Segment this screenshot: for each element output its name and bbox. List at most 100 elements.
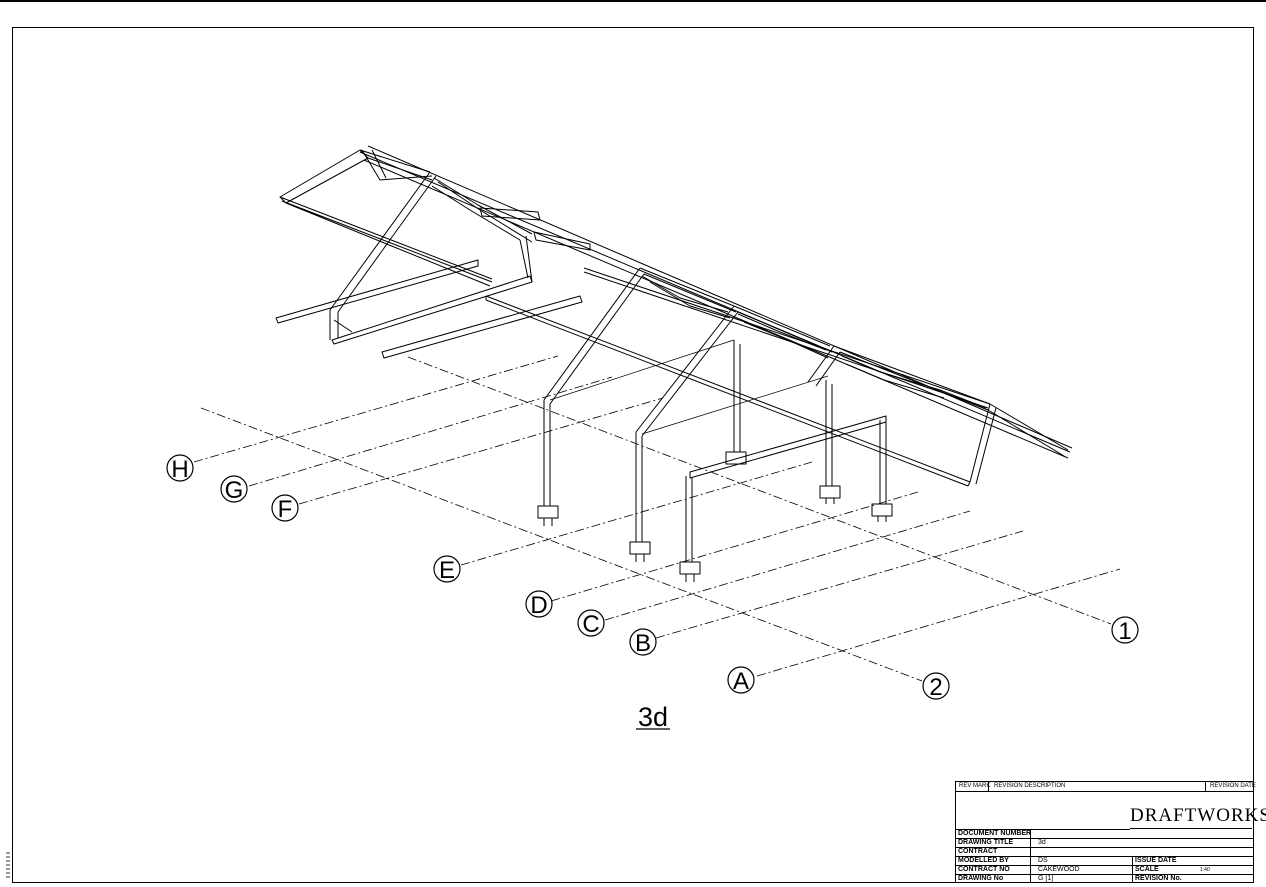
front-column-right-base [871, 503, 893, 522]
column-2 [635, 432, 643, 542]
grid-bubble-g [220, 475, 248, 503]
grid-label-g: G [225, 477, 244, 504]
purlin-middle [331, 275, 533, 345]
contract-label: CONTRACT [958, 848, 998, 855]
title-block-rule [956, 838, 1253, 839]
grid-bubbles [166, 454, 1139, 700]
revision-no-label: REVISION No. [1135, 875, 1182, 882]
front-column-right [879, 420, 887, 504]
gridline-h [193, 355, 559, 463]
gable-top-left [279, 149, 369, 204]
portal-rafter-3b [833, 345, 991, 411]
gridline-b [655, 530, 1024, 639]
rear-gable-rafter [969, 403, 997, 485]
grid-label-d: D [530, 592, 547, 619]
gridline-1 [407, 356, 1112, 625]
tie-line-1 [549, 339, 829, 435]
contract-no-value: CAKEWOOD [1038, 866, 1080, 873]
grid-label-1: 1 [1118, 618, 1131, 645]
portal-rafter-1b [639, 267, 737, 313]
title-block-rule [956, 791, 1253, 792]
grid-bubble-a [727, 666, 755, 694]
grid-label-h: H [171, 456, 188, 483]
purlin-left [275, 259, 479, 324]
gridline-2 [200, 407, 923, 682]
rear-gable-top [987, 403, 1069, 457]
title-block-rule [988, 782, 989, 791]
title-block-rule [1205, 782, 1206, 791]
drawing-no-label: DRAWING No [958, 875, 1004, 882]
drawing-no-value: G [1] [1038, 875, 1054, 882]
grid-bubble-f [271, 494, 299, 522]
revision-date-header: REVISION DATE [1210, 783, 1256, 789]
grid-label-a: A [733, 668, 749, 695]
purlin-top-back [479, 207, 591, 251]
title-block-rule [956, 847, 1253, 848]
grid-label-c: C [582, 611, 599, 638]
title-block: REV MARK REVISION DESCRIPTION REVISION D… [955, 781, 1266, 883]
grid-label-f: F [278, 496, 293, 523]
view-title: 3d [638, 702, 668, 732]
revision-description-header: REVISION DESCRIPTION [994, 783, 1066, 789]
scale-value: 1:40 [1200, 867, 1210, 873]
document-number-label: DOCUMENT NUMBER [958, 830, 1032, 837]
portal-rafter-2b [733, 305, 833, 353]
portal-bracing-2 [737, 313, 829, 359]
grid-bubble-labels: H G F E D C B A 1 2 [171, 456, 1131, 701]
sheet-edge-mark [6, 852, 10, 880]
portal-bracing-1 [641, 275, 731, 319]
column-1 [543, 400, 551, 506]
portal-rafter-3 [807, 345, 841, 387]
column-2-base [629, 541, 651, 562]
grid-bubble-1 [1111, 616, 1139, 644]
gridline-g [248, 376, 613, 487]
purlin-right [381, 295, 583, 359]
steel-structure [275, 145, 1073, 582]
drawing-title-value: 3d [1038, 839, 1046, 846]
drawing-sheet-border [12, 27, 1254, 883]
issue-date-label: ISSUE DATE [1135, 857, 1177, 864]
grid-bubble-2 [922, 672, 950, 700]
modelled-by-label: MODELLED BY [958, 857, 1009, 864]
gridline-f [298, 397, 664, 505]
gridline-c [604, 510, 971, 621]
grid-bubble-c [577, 609, 605, 637]
contract-no-label: CONTRACT NO [958, 866, 1010, 873]
drawing-title-label: DRAWING TITLE [958, 839, 1014, 846]
title-block-rule [956, 874, 1253, 875]
front-column-left [685, 476, 693, 562]
eaves-beam-back [583, 267, 991, 409]
portal-bracing-3 [841, 355, 987, 409]
column-1-base [537, 505, 559, 526]
column-2-back-base [725, 451, 747, 465]
grid-bubble-h [166, 454, 194, 482]
grid-label-e: E [439, 557, 455, 584]
grid-label-b: B [635, 630, 651, 657]
grid-bubble-d [525, 590, 553, 618]
eaves-beam-front [279, 196, 493, 287]
portal-rafter-2 [635, 305, 739, 437]
gridline-a [756, 568, 1121, 677]
gable-rafter [329, 171, 437, 313]
front-column-left-base [679, 561, 701, 582]
logo-underline [1130, 828, 1252, 829]
column-3-base [819, 485, 841, 504]
longitudinal-beam [485, 295, 971, 487]
company-logo: DRAFTWORKS [1130, 805, 1266, 826]
portal-rafter-1 [543, 267, 645, 405]
title-block-rule [1132, 856, 1133, 883]
title-block-rule [956, 856, 1253, 857]
sheet-top-edge [0, 0, 1266, 2]
scale-label: SCALE [1135, 866, 1159, 873]
grid-bubble-b [629, 628, 657, 656]
rev-mark-header: REV MARK [959, 783, 991, 789]
title-block-rule [1030, 829, 1031, 883]
gridline-d [550, 491, 919, 602]
modelled-by-value: DS [1038, 857, 1048, 864]
title-block-rule [956, 829, 1130, 830]
title-block-rule [956, 865, 1253, 866]
column-2-back [733, 340, 741, 452]
grid-label-2: 2 [929, 674, 942, 701]
grid-bubble-e [433, 555, 461, 583]
